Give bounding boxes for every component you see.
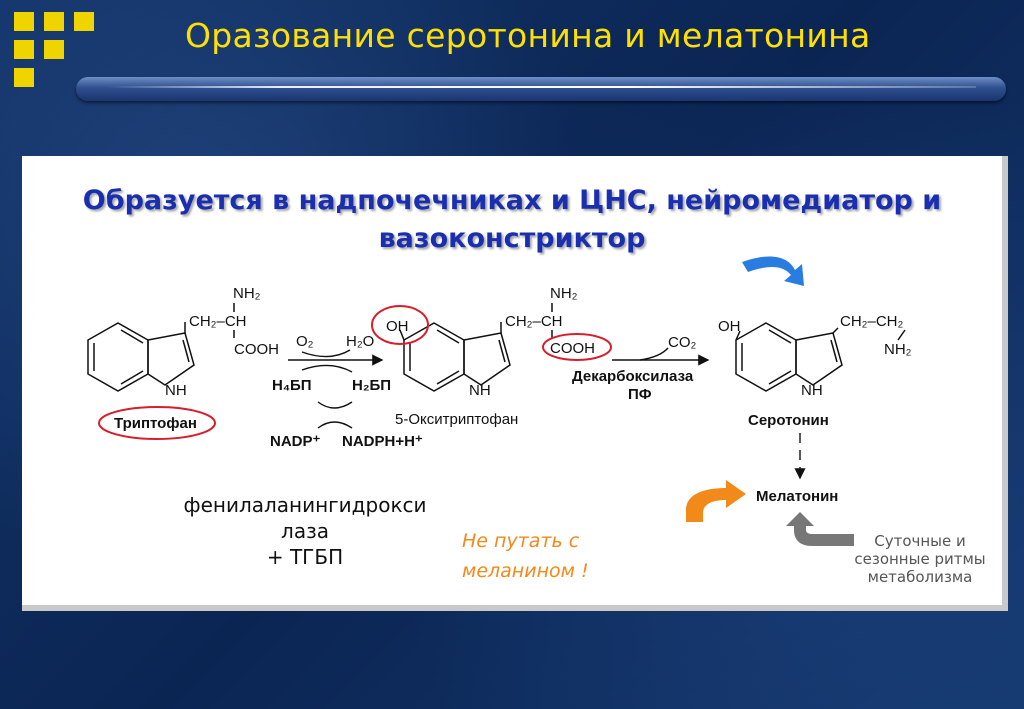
nadp-label: NADP⁺: [270, 433, 321, 450]
title-underline-bar: [76, 77, 1006, 101]
orange-curved-arrow-icon: [686, 480, 746, 522]
h2bp-label: H₂БП: [352, 377, 391, 394]
rhythm-note: Суточные и сезонные ритмы метаболизма: [840, 532, 1000, 586]
headline-line-1: Образуется в надпочечниках и ЦНС, нейром…: [82, 185, 942, 216]
blue-curved-arrow-icon: [742, 256, 804, 286]
warning-note-line-2: меланином !: [462, 560, 589, 582]
hydroxytryptophan-nh: NH: [469, 382, 491, 399]
serotonin-oh: OH: [718, 318, 741, 335]
nadp-cycle-arrow: [317, 401, 353, 429]
tryptophan-nh2: NH₂: [233, 285, 261, 302]
hydroxytryptophan-structure: [399, 303, 553, 392]
serotonin-nh2: NH₂: [884, 341, 912, 358]
hydroxytryptophan-label: 5-Окситриптофан: [395, 411, 518, 428]
tryptophan-nh: NH: [165, 382, 187, 399]
melatonin-label: Мелатонин: [756, 488, 838, 505]
h4bp-label: H₄БП: [272, 377, 312, 394]
headline: Образуется в надпочечниках и ЦНС, нейром…: [0, 182, 1024, 258]
decarboxylation-arrow: [612, 347, 710, 366]
serotonin-structure: [735, 322, 906, 392]
o2-label: O₂: [296, 333, 314, 350]
hydroxytryptophan-ch2ch: CH₂–CH: [505, 313, 563, 330]
tryptophan-ch2ch: CH₂–CH: [189, 313, 247, 330]
tryptophan-highlight-ring: [98, 406, 216, 440]
hydroxy-highlight-ring: [371, 305, 429, 345]
decarboxylase-label: Декарбоксилаза: [572, 368, 694, 385]
tryptophan-structure: [87, 303, 235, 392]
grey-curved-arrow-icon: [786, 512, 854, 546]
hydroxytryptophan-cooh: COOH: [550, 340, 595, 357]
enzyme-note: фенилаланингидрокси лаза + ТГБП: [160, 492, 450, 570]
hydroxytryptophan-oh: OH: [386, 318, 409, 335]
logo-squares: [10, 12, 100, 90]
tryptophan-label: Триптофан: [114, 415, 197, 432]
warning-note: Не путать с меланином !: [462, 526, 589, 586]
rhythm-note-line-2: сезонные ритмы: [854, 550, 986, 568]
hydroxytryptophan-nh2: NH₂: [550, 285, 578, 302]
serotonin-label: Серотонин: [748, 412, 829, 429]
hydroxylation-arrow: [288, 349, 384, 373]
serotonin-nh: NH: [801, 382, 823, 399]
h2o-label: H₂O: [346, 333, 374, 350]
headline-line-2: вазоконстриктор: [378, 223, 646, 254]
rhythm-note-line-1: Суточные и: [874, 532, 966, 550]
enzyme-note-line-3: + ТГБП: [266, 545, 344, 569]
enzyme-note-line-2: лаза: [281, 519, 329, 543]
carboxyl-highlight-ring: [542, 333, 612, 361]
nadph-label: NADPH+H⁺: [342, 433, 423, 450]
slide-title: Оразование серотонина и мелатонина: [185, 16, 871, 55]
warning-note-line-1: Не путать с: [462, 530, 580, 552]
serotonin-ch2ch2: CH₂–CH₂: [840, 313, 903, 330]
enzyme-note-line-1: фенилаланингидрокси: [183, 493, 427, 517]
co2-label: CO₂: [668, 334, 697, 351]
pf-label: ПФ: [628, 386, 652, 403]
rhythm-note-line-3: метаболизма: [867, 568, 973, 586]
tryptophan-cooh: COOH: [234, 341, 279, 358]
